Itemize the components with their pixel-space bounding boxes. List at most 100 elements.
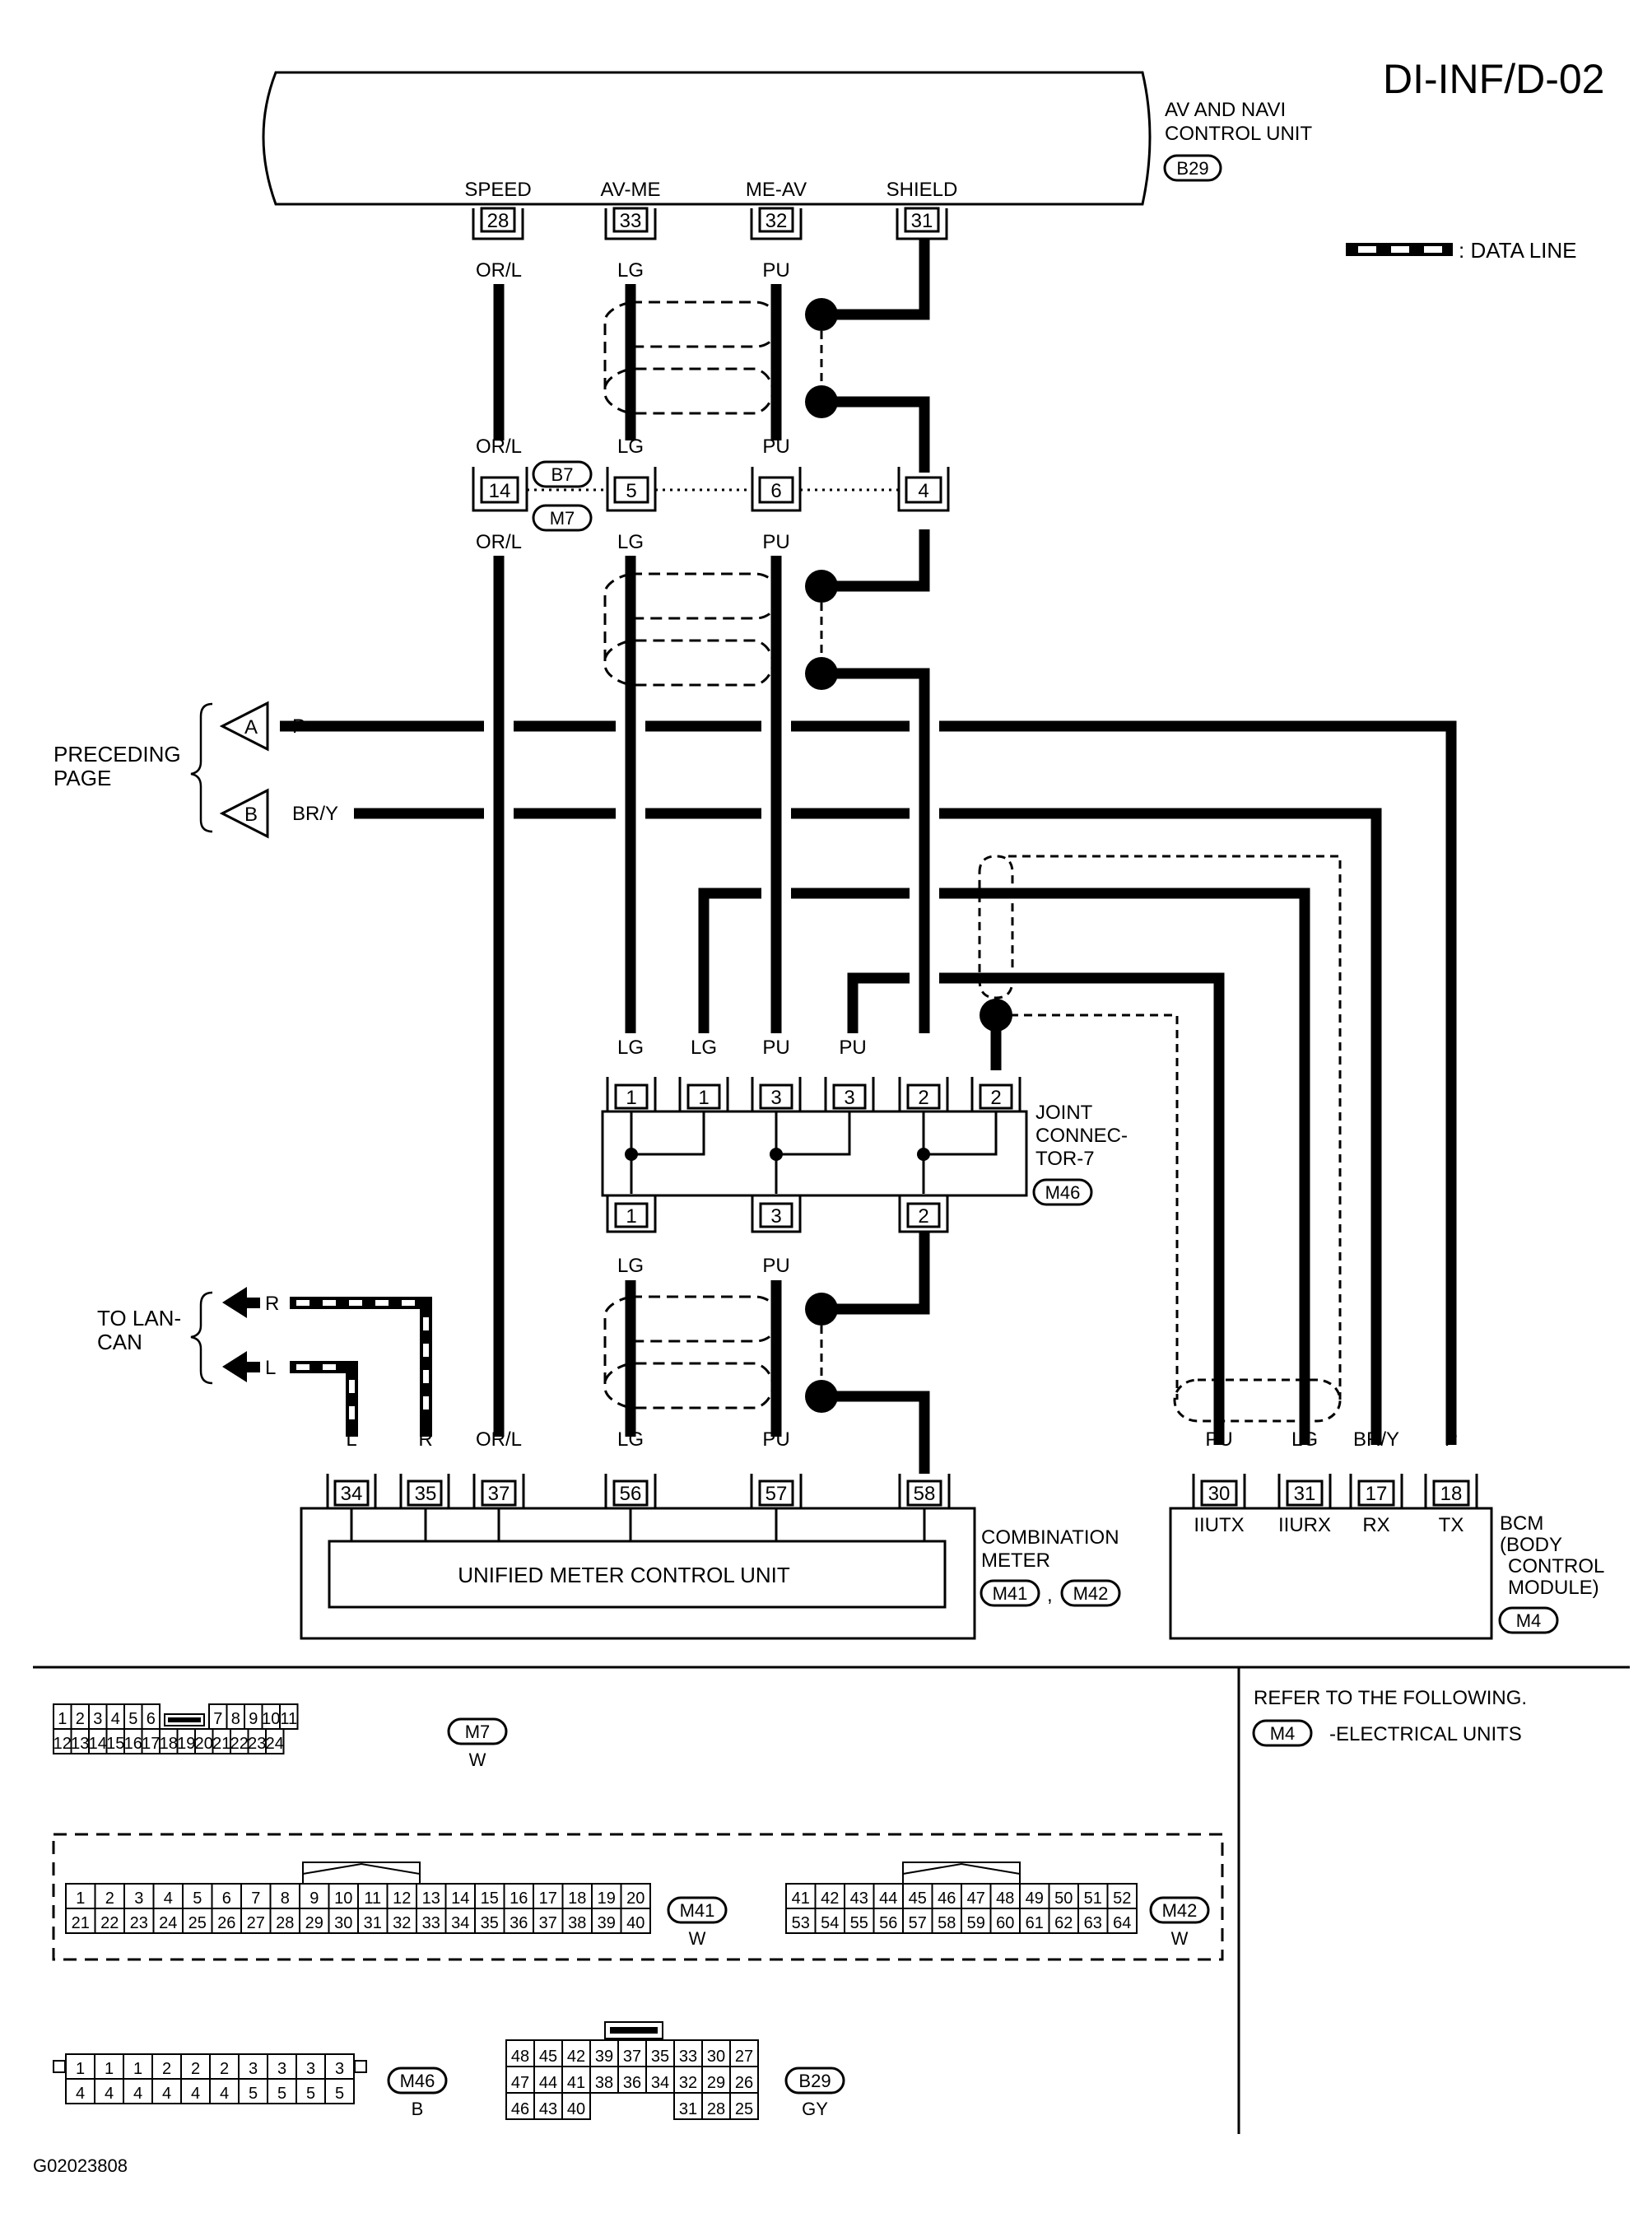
m41-pin-cell: 29: [305, 1914, 323, 1932]
bcm-wire-color-lg: LG: [1291, 1428, 1318, 1451]
joint-top-pin-6: 2: [990, 1087, 1001, 1109]
b29-pin-cell: 41: [567, 2074, 585, 2092]
combo-pin-37: 37: [488, 1483, 510, 1505]
joint-label-line1: JOINT: [1035, 1102, 1093, 1124]
m42-pin-cell: 63: [1084, 1914, 1102, 1932]
m7-pin-cell: 5: [128, 1710, 137, 1728]
m41-pin-cell: 33: [422, 1914, 440, 1932]
m46-pin-cell: 1: [133, 2060, 142, 2078]
m42-pin-cell: 44: [879, 1889, 897, 1908]
m41-pin-cell: 15: [481, 1889, 499, 1908]
b29-pin-cell: 45: [539, 2048, 557, 2066]
m41-pin-cell: 38: [568, 1914, 586, 1932]
m41-pin-cell: 24: [159, 1914, 177, 1932]
lan-can-lines: TO LAN- CAN R L: [97, 1287, 432, 1437]
lan-can-label-line2: CAN: [97, 1330, 142, 1354]
harness-pin-me-av: 6: [770, 480, 781, 502]
m42-pin-cell: 48: [996, 1889, 1014, 1908]
wire-color-av-me-mid-below: LG: [617, 531, 644, 553]
m42-pin-cell: 45: [909, 1889, 927, 1908]
bcm-pin-18: 18: [1440, 1483, 1463, 1505]
combo-wire-color-r: R: [418, 1428, 432, 1451]
m7-pin-cell: 4: [111, 1710, 120, 1728]
m46-pin-cell: 4: [191, 2085, 200, 2103]
lg-branch-wire: [698, 888, 1310, 1445]
b29-pin-cell: 43: [539, 2100, 557, 2118]
b29-pin-cell: 47: [511, 2074, 529, 2092]
m41-pin-cell: 39: [598, 1914, 616, 1932]
refer-heading: REFER TO THE FOLLOWING.: [1254, 1687, 1527, 1709]
m41-pin-cell: 21: [72, 1914, 90, 1932]
m42-pin-cell: 52: [1113, 1889, 1131, 1908]
pin-av-me: 33: [620, 210, 642, 232]
b29-pin-cell: 42: [567, 2048, 585, 2066]
joint-bottom-pin-1: 1: [626, 1205, 636, 1228]
wire-color-me-av-mid-below: PU: [762, 531, 789, 553]
bcm-term-rx: RX: [1362, 1514, 1389, 1536]
b29-pin-cell: 34: [651, 2074, 669, 2092]
preceding-page-label-line2: PAGE: [54, 766, 111, 790]
m46-pin-cell: 1: [105, 2060, 114, 2078]
b29-connector-color: GY: [802, 2099, 828, 2119]
b29-pin-cell: 36: [623, 2074, 641, 2092]
bcm-label-line1: BCM: [1500, 1512, 1543, 1535]
av-unit-connector-id: B29: [1176, 158, 1208, 179]
m42-pin-cell: 60: [996, 1914, 1014, 1932]
harness-connector-b7: B7: [551, 464, 574, 485]
m7-pin-cell: 12: [54, 1735, 72, 1753]
m41-pin-cell: 31: [364, 1914, 382, 1932]
m41-pin-cell: 36: [510, 1914, 528, 1932]
data-line-legend-label: : DATA LINE: [1459, 238, 1577, 263]
m41-pin-cell: 18: [568, 1889, 586, 1908]
refer-text: -ELECTRICAL UNITS: [1329, 1723, 1522, 1745]
m46-pin-cell: 5: [249, 2085, 258, 2103]
bcm-shield-dashed: [978, 855, 1342, 1423]
m41-connector-tag: M41: [680, 1900, 715, 1921]
harness-pin-speed: 14: [489, 480, 511, 502]
joint-bottom-color-2: PU: [762, 1255, 789, 1277]
bcm-term-iiutx: IIUTX: [1194, 1514, 1244, 1536]
m41-pin-cell: 34: [451, 1914, 469, 1932]
m41-pin-cell: 14: [451, 1889, 469, 1908]
m7-pin-cell: 10: [262, 1710, 280, 1728]
m7-pin-cell: 16: [124, 1735, 142, 1753]
refer-section: REFER TO THE FOLLOWING. M4 -ELECTRICAL U…: [1252, 1687, 1527, 1747]
m41-pin-cell: 37: [539, 1914, 557, 1932]
m7-pin-cell: 17: [142, 1735, 160, 1753]
combo-wire-color-or-l: OR/L: [476, 1428, 522, 1451]
m7-pin-cell: 19: [177, 1735, 195, 1753]
m7-pin-cell: 14: [89, 1735, 107, 1753]
combo-connector-sep: ,: [1047, 1584, 1053, 1606]
joint-top-color-4: PU: [839, 1037, 866, 1059]
m7-pin-cell: 11: [280, 1710, 297, 1728]
m46-pin-cell: 4: [162, 2085, 171, 2103]
m41-pin-cell: 12: [393, 1889, 411, 1908]
m46-pin-cell: 5: [335, 2085, 344, 2103]
m41-pin-cell: 6: [222, 1889, 231, 1908]
b29-pin-cell: 46: [511, 2100, 529, 2118]
m41-pin-cell: 40: [626, 1914, 645, 1932]
bcm-connector-id: M4: [1516, 1610, 1542, 1631]
combo-wire-color-pu: PU: [762, 1428, 789, 1451]
bcm-wire-color-p: P: [1445, 1428, 1458, 1451]
m46-pin-cell: 3: [277, 2060, 286, 2078]
m46-pin-cell: 5: [306, 2085, 315, 2103]
m42-pin-cell: 46: [938, 1889, 956, 1908]
m46-pin-cell: 4: [105, 2085, 114, 2103]
b29-pin-cell: 48: [511, 2048, 529, 2066]
b29-connector-tag: B29: [798, 2071, 831, 2091]
m41-pin-cell: 7: [251, 1889, 260, 1908]
data-line-legend: : DATA LINE: [1346, 238, 1577, 263]
m41-pin-cell: 27: [247, 1914, 265, 1932]
joint-top-color-3: PU: [762, 1037, 789, 1059]
lan-letter-l: L: [265, 1357, 276, 1379]
m41-pin-cell: 17: [539, 1889, 557, 1908]
b29-pin-cell: 35: [651, 2048, 669, 2066]
wire-color-av-me-top: LG: [617, 259, 644, 282]
m46-connector-color: B: [412, 2099, 424, 2119]
m42-pin-cell: 43: [850, 1889, 868, 1908]
m41-pin-cell: 32: [393, 1914, 411, 1932]
m41-pin-cell: 4: [164, 1889, 173, 1908]
bcm-wire-color-br-y: BR/Y: [1353, 1428, 1399, 1451]
bcm-wire-color-pu: PU: [1205, 1428, 1232, 1451]
